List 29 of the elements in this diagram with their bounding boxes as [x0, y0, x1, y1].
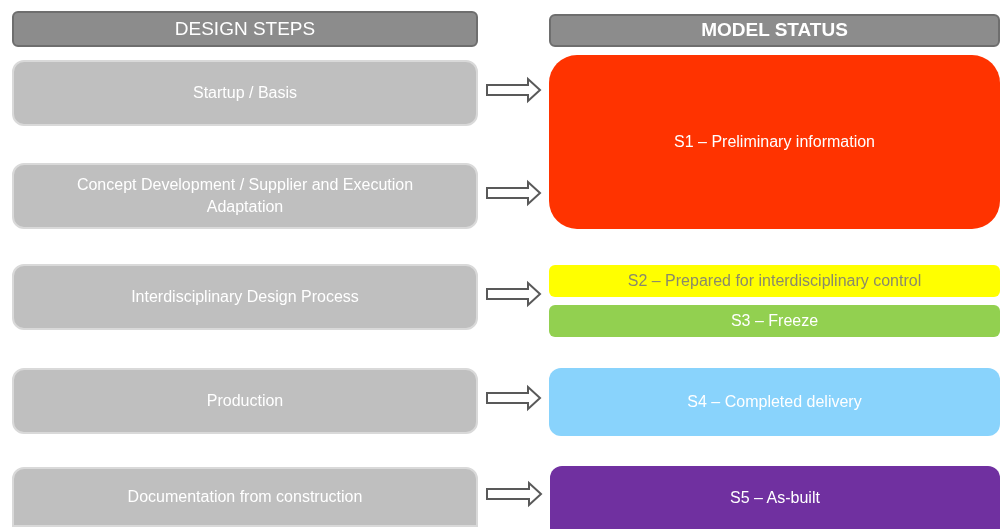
- box-label: S4 – Completed delivery: [687, 392, 862, 412]
- step-box: [12, 264, 478, 330]
- step-box: [12, 60, 478, 126]
- box-label: Production: [206, 391, 284, 411]
- box-label: S2 – Prepared for interdisciplinary control: [627, 271, 922, 291]
- box-label: S1 – Preliminary information: [674, 132, 875, 152]
- block-arrow: [486, 179, 542, 207]
- box-label: Startup / Basis: [192, 83, 297, 103]
- box-label: MODEL STATUS: [701, 18, 848, 43]
- status-box: [550, 466, 1000, 529]
- box-label: Interdisciplinary Design Process: [131, 287, 359, 307]
- block-arrow: [486, 384, 542, 412]
- box-label: S3 – Freeze: [730, 311, 819, 331]
- step-box: [12, 467, 478, 527]
- box-label: Concept Development / Supplier and Execution Adaptation: [75, 175, 415, 217]
- box-label: Documentation from construction: [127, 487, 363, 507]
- status-box: [549, 265, 1000, 297]
- status-box: [549, 55, 1000, 229]
- status-box: [549, 305, 1000, 337]
- block-arrow: [486, 480, 543, 508]
- status-box: [549, 368, 1000, 436]
- block-arrow: [486, 280, 542, 308]
- step-box: [12, 163, 478, 229]
- box-label: DESIGN STEPS: [174, 16, 316, 41]
- column-header: [549, 14, 1000, 47]
- step-box: [12, 368, 478, 434]
- column-header: [12, 11, 478, 47]
- block-arrow: [486, 76, 542, 104]
- box-label: S5 – As-built: [730, 487, 820, 508]
